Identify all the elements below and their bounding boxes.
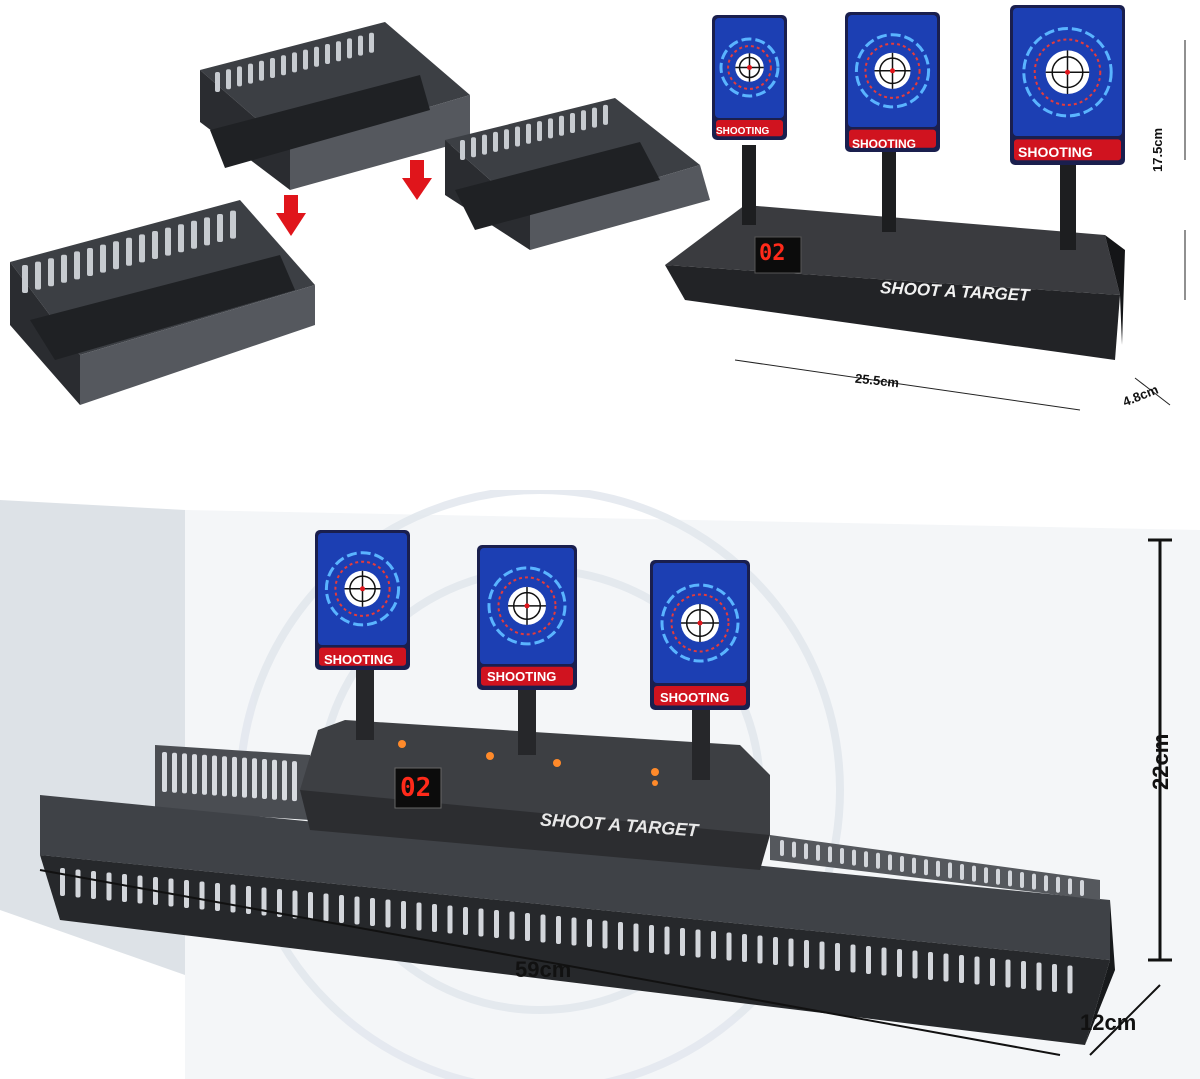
top-target-3: [1010, 5, 1125, 165]
rail-segment-top: [200, 22, 470, 190]
target-base-top-illustration: [665, 5, 1186, 411]
bottom-depth-label: 12cm: [1080, 1010, 1137, 1035]
assembled-range-illustration: [0, 490, 1200, 1079]
crosshair-icon: [508, 586, 546, 625]
bottom-height-label: 22cm: [1148, 733, 1173, 790]
bottom-target-1: [315, 530, 410, 670]
arrow-down-icon: [276, 195, 306, 236]
rail-segments-illustration: [10, 22, 710, 405]
crosshair-icon: [735, 53, 764, 82]
rail-segment-left: [10, 200, 315, 405]
top-target-2: [845, 12, 940, 152]
bottom-length-label: 59cm: [515, 957, 572, 982]
bottom-target-2-label: SHOOTING: [487, 669, 557, 684]
arrow-down-icon: [402, 160, 432, 200]
crosshair-icon: [681, 604, 719, 642]
top-display-digits: 02: [759, 241, 786, 266]
top-target-2-label: SHOOTING: [852, 137, 917, 151]
top-height-label: 17.5cm: [1150, 127, 1165, 172]
crosshair-icon: [344, 570, 381, 607]
bottom-target-1-label: SHOOTING: [324, 652, 394, 667]
top-target-1-label: SHOOTING: [716, 126, 770, 137]
bottom-target-2: [477, 545, 577, 690]
crosshair-icon: [1045, 50, 1090, 95]
top-target-1: [712, 15, 787, 140]
rail-segment-right: [445, 98, 710, 250]
bottom-target-3-label: SHOOTING: [660, 690, 730, 705]
bottom-target-3: [650, 560, 750, 710]
crosshair-icon: [874, 52, 911, 89]
top-target-3-label: SHOOTING: [1018, 144, 1093, 160]
score-display: [394, 767, 442, 809]
bottom-display-digits: 02: [400, 773, 432, 803]
score-display: [754, 236, 802, 274]
